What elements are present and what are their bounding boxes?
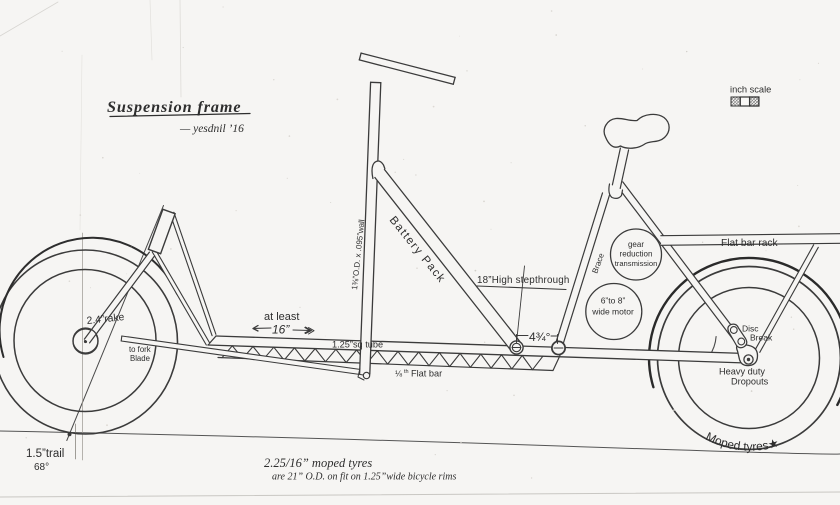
svg-text:are 21” O.D. on fit on 1.25”wi: are 21” O.D. on fit on 1.25”wide bicycle… bbox=[272, 472, 456, 483]
svg-text:to fork: to fork bbox=[129, 345, 151, 354]
svg-text:Flat bar rack: Flat bar rack bbox=[721, 238, 779, 249]
svg-text:at least: at least bbox=[264, 311, 299, 323]
svg-text:1.5”trail: 1.5”trail bbox=[26, 448, 64, 460]
svg-text:16”: 16” bbox=[272, 323, 290, 337]
svg-text:inch scale: inch scale bbox=[730, 85, 771, 95]
svg-text:4¾°: 4¾° bbox=[529, 330, 551, 344]
svg-text:⅛: ⅛ bbox=[395, 369, 403, 379]
svg-text:1.25”sq tube: 1.25”sq tube bbox=[332, 340, 383, 350]
svg-text:— yesdnil ’16: — yesdnil ’16 bbox=[179, 123, 244, 135]
svg-text:th: th bbox=[404, 369, 409, 375]
svg-text:6”to 8”: 6”to 8” bbox=[601, 296, 626, 306]
svg-text:Heavy duty: Heavy duty bbox=[719, 367, 765, 377]
svg-text:gear: gear bbox=[628, 240, 644, 249]
svg-text:18”High stepthrough: 18”High stepthrough bbox=[477, 275, 570, 286]
svg-text:transmission: transmission bbox=[615, 259, 658, 268]
svg-text:Disc: Disc bbox=[742, 324, 759, 334]
svg-text:2.25/16” moped tyres: 2.25/16” moped tyres bbox=[264, 456, 372, 470]
svg-text:Dropouts: Dropouts bbox=[731, 377, 769, 387]
svg-text:Blade: Blade bbox=[130, 354, 150, 363]
svg-text:Break: Break bbox=[750, 333, 773, 343]
svg-text:wide motor: wide motor bbox=[591, 307, 634, 317]
svg-text:Flat bar: Flat bar bbox=[411, 369, 442, 379]
svg-text:Suspension frame: Suspension frame bbox=[107, 98, 242, 116]
svg-text:2.4”rake: 2.4”rake bbox=[86, 312, 125, 327]
svg-text:reduction: reduction bbox=[620, 250, 653, 259]
svg-text:68°: 68° bbox=[34, 462, 49, 473]
